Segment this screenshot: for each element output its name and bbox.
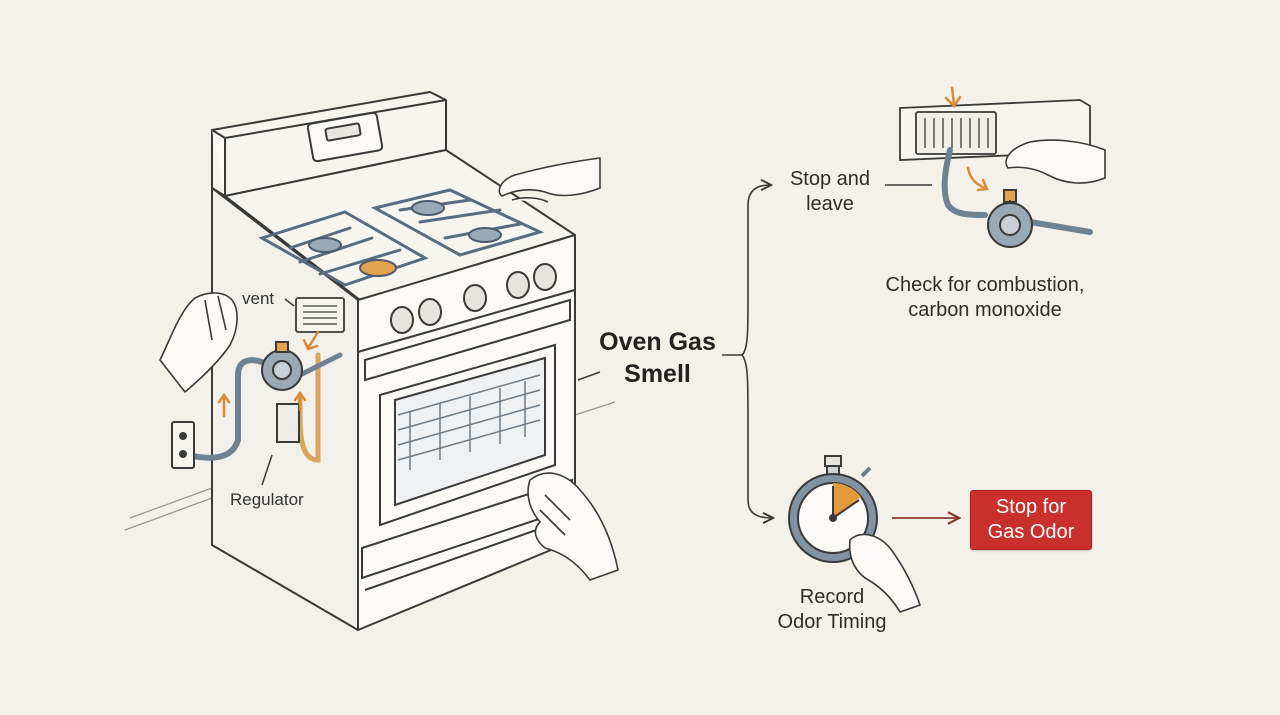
diagram-title: Oven Gas Smell [590,326,725,390]
gas-regulator-icon [987,189,1033,248]
hand-icon [848,533,921,613]
stop-for-gas-odor-badge: Stop for Gas Odor [970,490,1092,550]
hand-icon [159,292,238,393]
wall-vent-icon [295,297,345,333]
branch-connector [577,185,772,518]
vent-label: vent [242,289,275,308]
hand-icon [1005,139,1106,184]
stop-and-leave-label: Stop and leave [789,168,871,215]
title-line-1: Oven Gas [599,328,716,356]
curved-arrow-icon [966,166,989,192]
wall-outlet [171,421,195,469]
floor-line [124,401,616,531]
check-combustion-label: Check for combustion, carbon monoxide [885,274,1085,321]
down-arrow-icon [944,86,962,108]
regulator-pointer [261,454,273,486]
gas-line [941,147,1093,235]
hand-icon [527,472,619,581]
oven-racks [397,374,541,470]
gas-regulator-icon [261,341,303,443]
burner-grates [258,188,545,287]
flow-arrows [217,330,320,418]
stove-knobs [390,263,557,334]
regulator-label: Regulator [230,490,304,509]
record-odor-timing-label: Record Odor Timing [777,586,887,633]
burners [308,200,502,277]
hand-icon [498,157,601,203]
vent-pointer [284,298,295,307]
title-line-2: Smell [624,360,691,388]
